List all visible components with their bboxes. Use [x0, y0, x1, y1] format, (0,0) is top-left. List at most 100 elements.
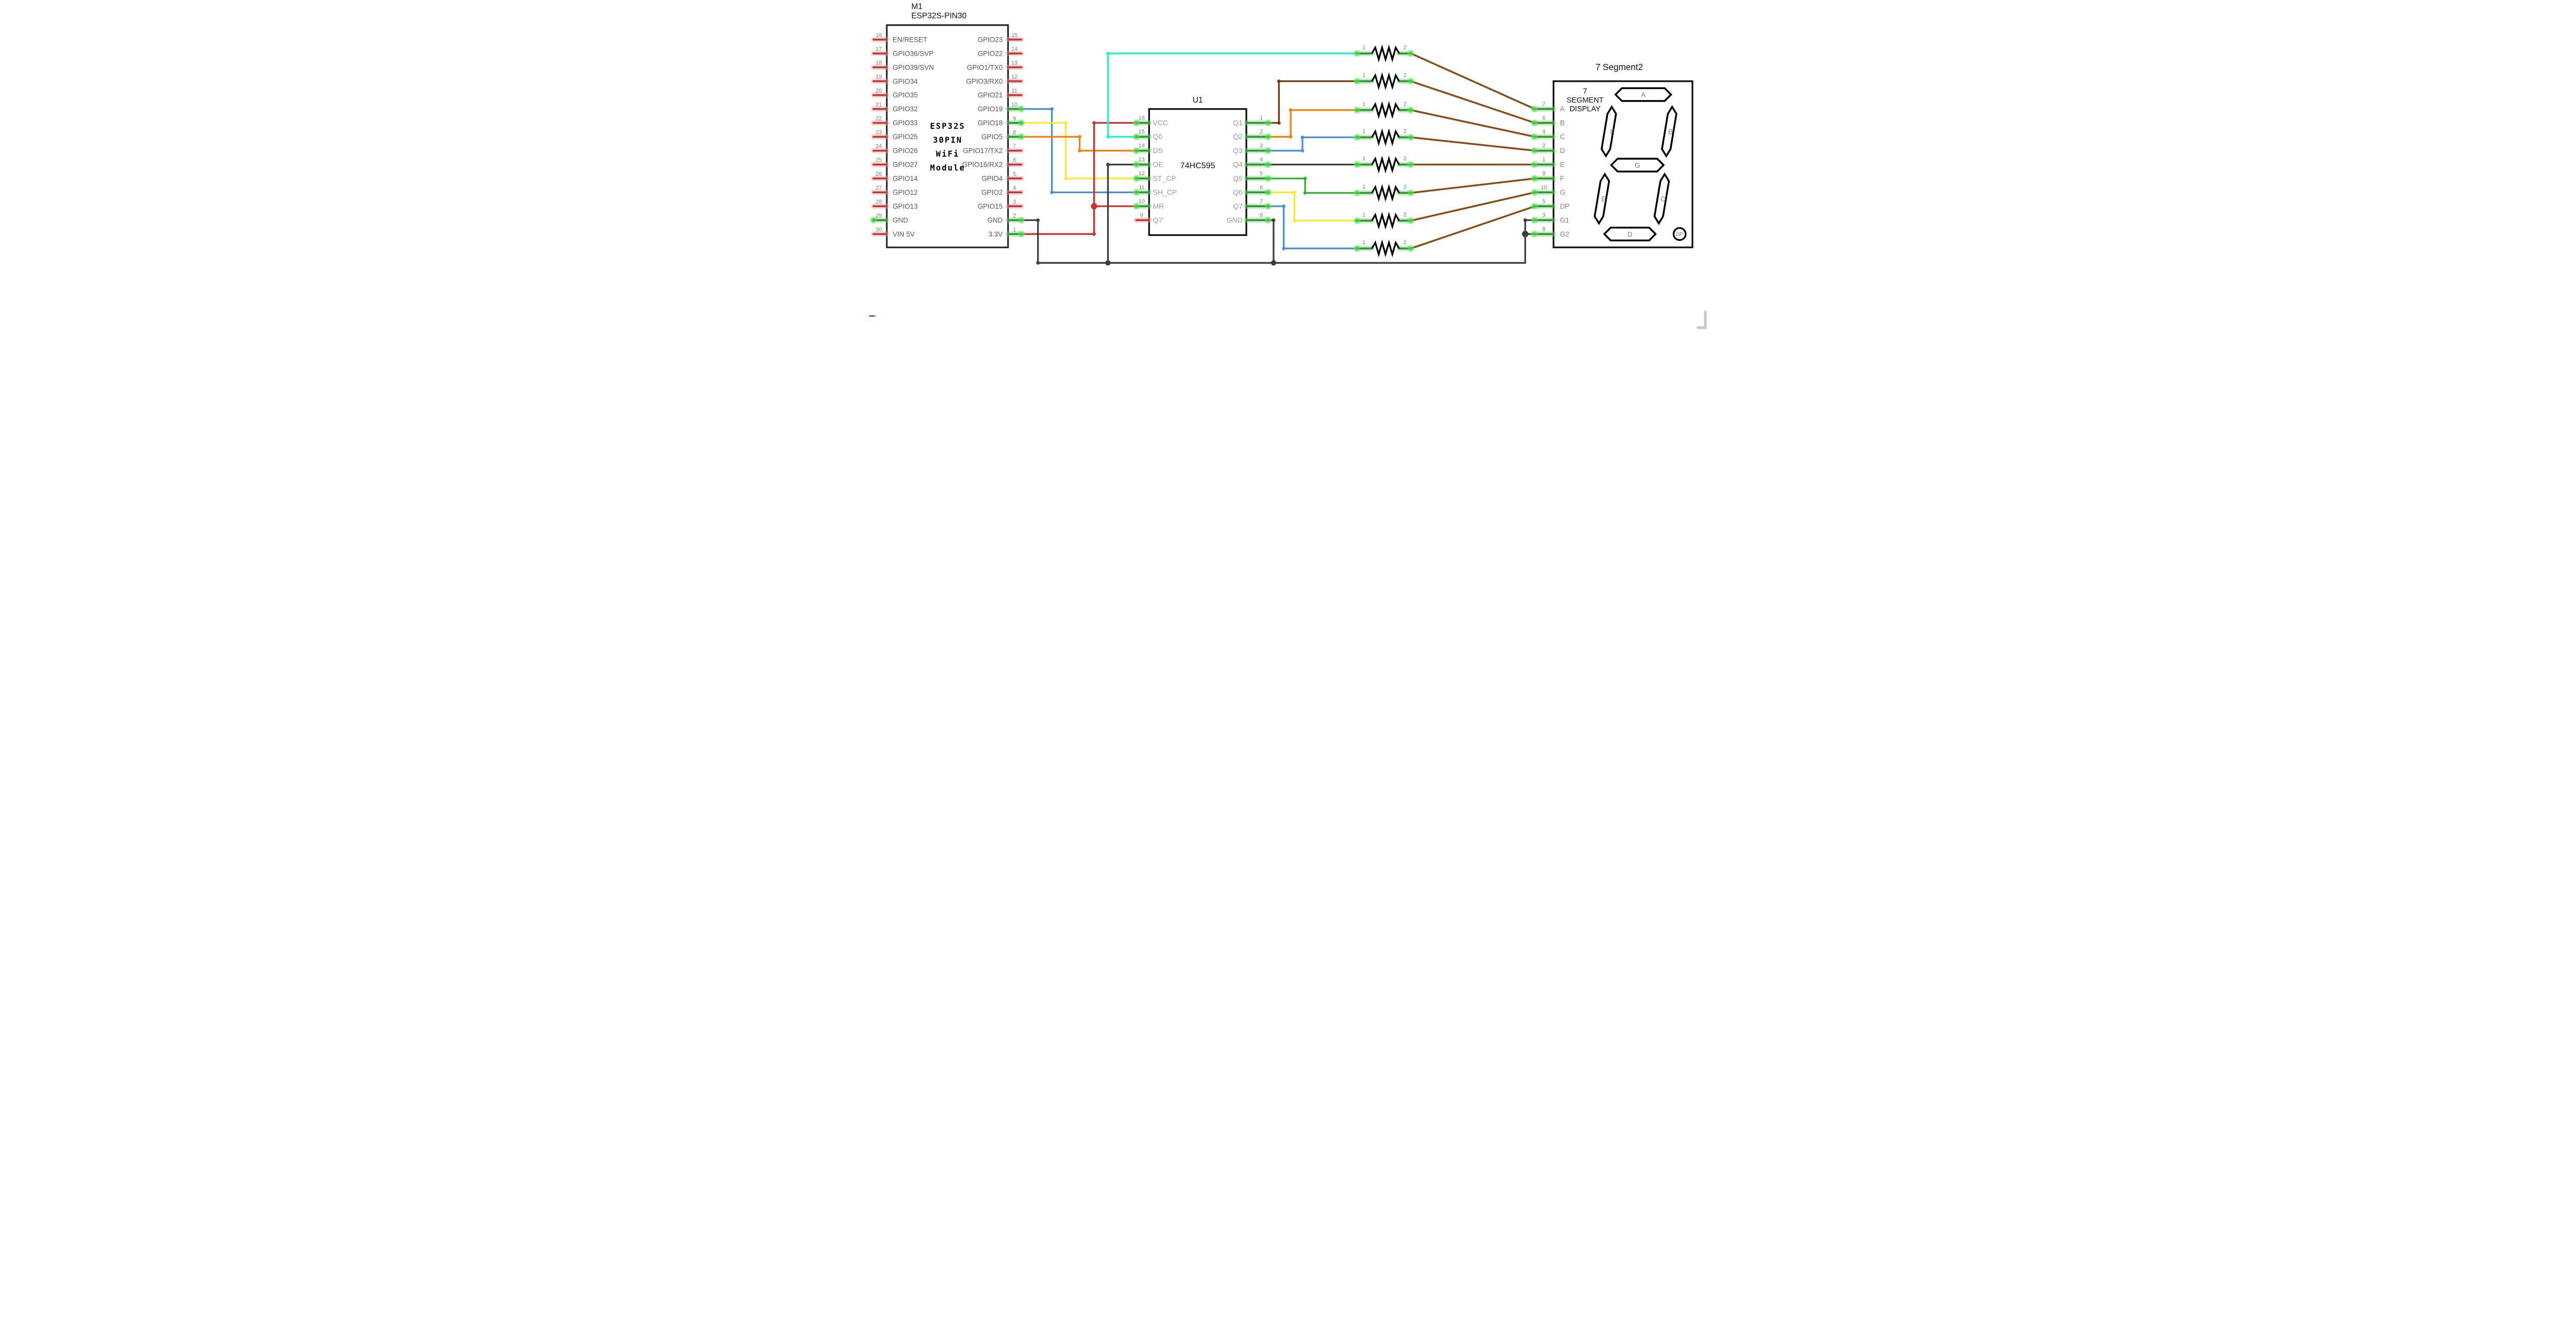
- wire-r6-to-display[interactable]: [1410, 177, 1536, 194]
- wire-r8-to-display[interactable]: [1410, 205, 1536, 249]
- vertical-scrollbar-thumb[interactable]: [1704, 310, 1707, 329]
- resistor-terminal-2: 2: [1403, 184, 1406, 190]
- display-pin-label: B: [1560, 119, 1565, 127]
- wire-r2-to-display[interactable]: [1410, 80, 1536, 124]
- u1-body[interactable]: [1148, 108, 1247, 236]
- wire-vertex: [1078, 149, 1081, 153]
- u1-pin-mr[interactable]: [1132, 202, 1152, 210]
- esp32-module[interactable]: M1ESP32S-PIN30ESP32S30PINWiFiModule16EN/…: [870, 3, 1025, 248]
- esp32-pin-label: GPIO27: [893, 161, 918, 168]
- esp32-pin-number: 27: [876, 185, 882, 191]
- display-pin-g[interactable]: [1531, 189, 1556, 196]
- u1-pin-q1[interactable]: [1243, 119, 1272, 127]
- resistor-zigzag: [1371, 211, 1400, 230]
- wire-r1-to-display[interactable]: [1410, 52, 1536, 110]
- u1-pin-stcp[interactable]: [1132, 175, 1152, 182]
- resistor-terminal-1: 1: [1362, 156, 1365, 162]
- wire-gnd_esp[interactable]: [1020, 219, 1527, 264]
- u1-pin-q6[interactable]: [1243, 189, 1272, 196]
- wire-q7_r8[interactable]: [1267, 205, 1358, 249]
- esp32-pin-gpio5[interactable]: [1005, 133, 1025, 141]
- wire-gpio5_ds[interactable]: [1020, 136, 1138, 152]
- u1-pin-oe[interactable]: [1132, 161, 1152, 168]
- esp32-pin-number: 13: [1011, 60, 1018, 66]
- display-pin-a[interactable]: [1531, 105, 1556, 113]
- wire-gnd_u1[interactable]: [1267, 219, 1275, 264]
- esp32-pin-gnd[interactable]: [1005, 216, 1025, 224]
- esp32-pin-label: GPIO5: [981, 133, 1003, 141]
- esp32-pin-number: 8: [1013, 129, 1016, 136]
- resistor-terminal-2: 2: [1403, 44, 1406, 50]
- display-pin-g2[interactable]: [1531, 230, 1556, 238]
- esp32-pin-number: 30: [876, 227, 882, 233]
- esp32-pin-label: GPIO21: [978, 91, 1003, 99]
- resistor-terminal-1: 1: [1362, 44, 1365, 50]
- display-pin-dp[interactable]: [1531, 202, 1556, 210]
- esp32-pin-label: GPIO39/SVN: [893, 63, 934, 71]
- resistor-zigzag: [1371, 72, 1400, 91]
- wire-junction: [1270, 260, 1277, 266]
- esp32-center-line: WiFi: [936, 149, 960, 159]
- wire-q2_r3[interactable]: [1267, 109, 1358, 138]
- wire-vertex: [1106, 135, 1110, 139]
- seven-segment-display[interactable]: 7 Segment27SEGMENTDISPLAY7A6B4C2D1E9F10G…: [1531, 62, 1693, 248]
- u1-pin-q3[interactable]: [1243, 147, 1272, 155]
- wire-q6_r7[interactable]: [1267, 191, 1358, 222]
- u1-pin-q4[interactable]: [1243, 161, 1272, 168]
- u1-pin-q7[interactable]: [1243, 202, 1272, 210]
- resistor-terminal-1: 1: [1362, 212, 1365, 218]
- display-pin-g1[interactable]: [1531, 216, 1556, 224]
- u1-74hc595[interactable]: U174HC59516VCC15Q014DS13OE12ST_CP11SH_CP…: [1132, 96, 1272, 236]
- u1-pin-number: 2: [1260, 129, 1263, 135]
- u1-pin-number: 7: [1260, 198, 1263, 205]
- display-pin-d[interactable]: [1531, 147, 1556, 155]
- wire-q1_r2[interactable]: [1267, 80, 1358, 124]
- u1-pin-label: Q1: [1233, 119, 1243, 127]
- wire-gnd_riser[interactable]: [1524, 219, 1536, 264]
- wire-q3_r4[interactable]: [1267, 136, 1358, 152]
- display-pin-e[interactable]: [1531, 161, 1556, 168]
- u1-pin-ds[interactable]: [1132, 147, 1152, 155]
- wire-gpio18_stcp[interactable]: [1020, 122, 1138, 180]
- wire-gnd_oe[interactable]: [1107, 163, 1138, 264]
- display-pin-c[interactable]: [1531, 133, 1556, 141]
- u1-pin-number: 3: [1260, 143, 1263, 149]
- wire-r3-to-display[interactable]: [1410, 109, 1536, 138]
- esp32-pin-gpio18[interactable]: [1005, 119, 1025, 127]
- wire-r4-to-display[interactable]: [1410, 136, 1536, 152]
- esp32-center-line: 30PIN: [933, 136, 962, 145]
- wire-vertex: [1303, 191, 1307, 195]
- horizontal-scrollbar-thumb[interactable]: [1697, 326, 1707, 329]
- segment-letter-dp: DP: [1676, 232, 1683, 238]
- esp32-pin-gpio19[interactable]: [1005, 105, 1025, 113]
- u1-pin-q2[interactable]: [1243, 133, 1272, 141]
- display-pin-f[interactable]: [1531, 175, 1556, 182]
- u1-pin-gnd[interactable]: [1243, 216, 1272, 224]
- wire-q5_r6[interactable]: [1267, 177, 1358, 194]
- u1-pin-q0[interactable]: [1132, 133, 1152, 141]
- display-pin-b[interactable]: [1531, 119, 1556, 127]
- wire-r7-to-display[interactable]: [1410, 191, 1536, 222]
- u1-pin-label: SH_CP: [1153, 188, 1177, 196]
- esp32-pin-33v[interactable]: [1005, 230, 1025, 238]
- wire-v33_vcc[interactable]: [1020, 122, 1138, 235]
- esp32-pin-label: GPIO26: [893, 147, 918, 155]
- u1-pin-label: Q5: [1233, 174, 1243, 182]
- u1-pin-q5[interactable]: [1243, 175, 1272, 182]
- esp32-pin-gnd[interactable]: [870, 216, 890, 224]
- esp32-pin-label: EN/RESET: [893, 36, 927, 43]
- wire-vertex: [1300, 149, 1304, 153]
- display-pin-number: 1: [1543, 157, 1546, 163]
- u1-pin-shcp[interactable]: [1132, 189, 1152, 196]
- u1-pin-vcc[interactable]: [1132, 119, 1152, 127]
- wire-q0_r1[interactable]: [1107, 53, 1358, 138]
